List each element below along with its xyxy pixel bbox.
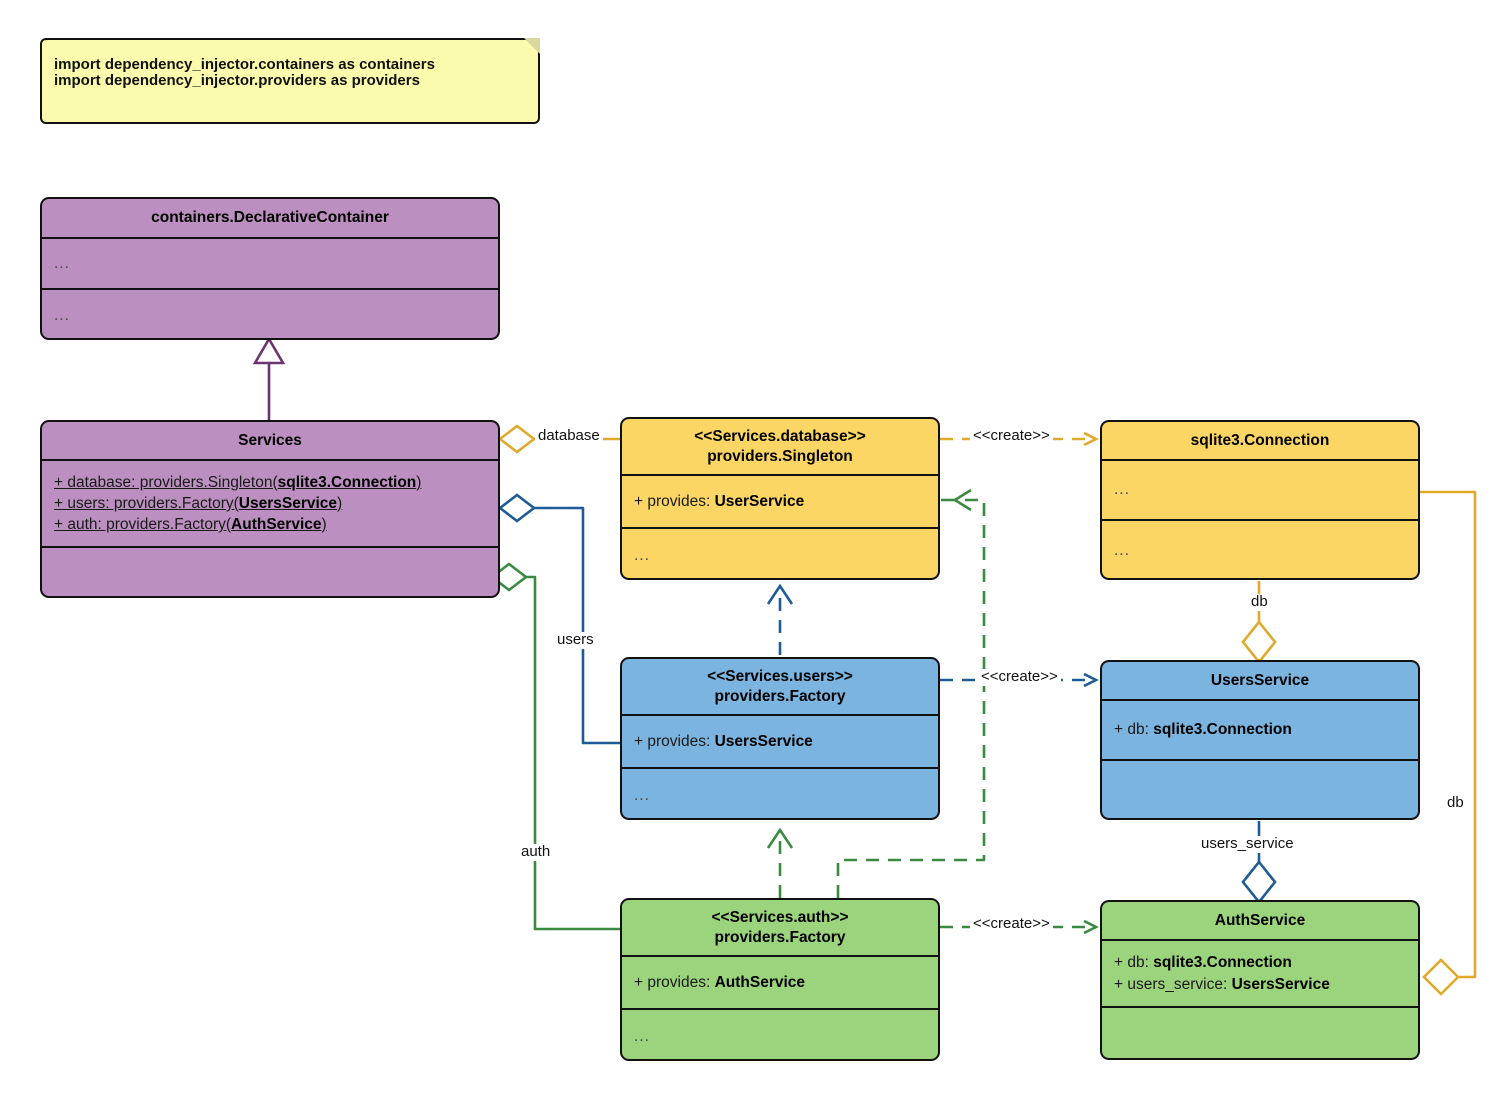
class-services[interactable]: Services + database: providers.Singleton… — [40, 420, 500, 598]
services-methods-row — [42, 548, 498, 596]
class-auth-service[interactable]: AuthService + db: sqlite3.Connection + u… — [1100, 900, 1420, 1060]
sqlite3-connection-attributes: ... — [1114, 481, 1130, 498]
services-auth-title-row: <<Services.auth>> providers.Factory — [622, 900, 938, 957]
note-line-1: import dependency_injector.containers as… — [54, 56, 435, 73]
edge-label-auth: auth — [518, 843, 554, 861]
auth-service-attrs-row: + db: sqlite3.Connection + users_service… — [1102, 941, 1418, 1008]
services-users-methods-row: ... — [622, 769, 938, 818]
edge-label-users-service: users_service — [1198, 835, 1297, 853]
import-note: import dependency_injector.containers as… — [40, 38, 540, 124]
services-users-attribute-provides: + provides: UsersService — [634, 732, 813, 750]
services-database-title: providers.Singleton — [707, 447, 853, 465]
class-services-database-provider[interactable]: <<Services.database>> providers.Singleto… — [620, 417, 940, 580]
class-users-service[interactable]: UsersService + db: sqlite3.Connection — [1100, 660, 1420, 820]
edge-label-create-users: <<create>> — [978, 668, 1061, 686]
auth-service-attribute-users-service: + users_service: UsersService — [1114, 975, 1330, 993]
class-services-auth-provider[interactable]: <<Services.auth>> providers.Factory + pr… — [620, 898, 940, 1061]
services-attribute-database: + database: providers.Singleton(sqlite3.… — [54, 473, 422, 491]
auth-service-title-row: AuthService — [1102, 902, 1418, 941]
declarative-container-methods: ... — [54, 307, 70, 324]
edge-label-db-users-service: db — [1248, 593, 1271, 611]
sqlite3-connection-methods: ... — [1114, 541, 1130, 559]
sqlite3-connection-title: sqlite3.Connection — [1190, 431, 1330, 449]
services-auth-attrs-row: + provides: AuthService — [622, 957, 938, 1010]
services-users-stereotype: <<Services.users>> — [707, 667, 853, 685]
declarative-container-attrs-row: ... — [42, 239, 498, 290]
edge-label-db-auth-service: db — [1444, 794, 1467, 812]
services-attrs-row: + database: providers.Singleton(sqlite3.… — [42, 461, 498, 548]
users-service-attrs-row: + db: sqlite3.Connection — [1102, 701, 1418, 761]
edge-dependency-auth-users — [766, 827, 794, 898]
auth-service-title: AuthService — [1214, 911, 1306, 929]
edge-label-users: users — [554, 631, 597, 649]
class-services-users-provider[interactable]: <<Services.users>> providers.Factory + p… — [620, 657, 940, 820]
edge-aggregation-auth — [489, 562, 620, 931]
services-auth-stereotype: <<Services.auth>> — [711, 908, 849, 926]
note-line-2: import dependency_injector.providers as … — [54, 71, 420, 89]
services-database-title-row: <<Services.database>> providers.Singleto… — [622, 419, 938, 476]
edge-aggregation-users — [497, 493, 620, 745]
edge-label-database: database — [535, 427, 603, 445]
class-declarative-container[interactable]: containers.DeclarativeContainer ... ... — [40, 197, 500, 340]
edge-inheritance-services-declarativecontainer — [252, 336, 286, 420]
auth-service-methods-row — [1102, 1008, 1418, 1058]
edge-aggregation-db-authservice — [1420, 490, 1477, 996]
services-database-attrs-row: + provides: UserService — [622, 476, 938, 529]
users-service-attribute-db: + db: sqlite3.Connection — [1114, 721, 1292, 739]
services-attribute-users: + users: providers.Factory(UsersService) — [54, 494, 343, 512]
services-users-title-row: <<Services.users>> providers.Factory — [622, 659, 938, 716]
services-database-methods-row: ... — [622, 529, 938, 578]
edge-label-create-auth: <<create>> — [970, 915, 1053, 933]
users-service-title: UsersService — [1210, 671, 1310, 689]
sqlite3-connection-methods-row: ... — [1102, 521, 1418, 578]
services-database-methods: ... — [634, 546, 650, 564]
sqlite3-connection-title-row: sqlite3.Connection — [1102, 422, 1418, 461]
services-users-title: providers.Factory — [714, 687, 846, 705]
services-database-attribute-provides: + provides: UserService — [634, 492, 805, 510]
declarative-container-title-row: containers.DeclarativeContainer — [42, 199, 498, 239]
services-auth-methods-row: ... — [622, 1010, 938, 1059]
edge-label-create-database: <<create>> — [970, 427, 1053, 445]
edge-dependency-users-database — [766, 583, 794, 655]
note-fold-corner — [524, 38, 540, 54]
class-sqlite3-connection[interactable]: sqlite3.Connection ... ... — [1100, 420, 1420, 580]
services-auth-title: providers.Factory — [714, 928, 846, 946]
services-auth-attribute-provides: + provides: AuthService — [634, 973, 806, 991]
declarative-container-attributes: ... — [54, 254, 70, 272]
declarative-container-title: containers.DeclarativeContainer — [151, 209, 389, 227]
services-users-attrs-row: + provides: UsersService — [622, 716, 938, 769]
services-title-row: Services — [42, 422, 498, 461]
services-users-methods: ... — [634, 786, 650, 804]
services-title: Services — [238, 431, 302, 449]
services-auth-methods: ... — [634, 1027, 650, 1045]
services-attribute-auth: + auth: providers.Factory(AuthService) — [54, 516, 327, 534]
declarative-container-methods-row: ... — [42, 290, 498, 338]
edge-aggregation-usersservice-authservice — [1241, 821, 1277, 905]
users-service-methods-row — [1102, 761, 1418, 818]
sqlite3-connection-attrs-row: ... — [1102, 461, 1418, 521]
auth-service-attribute-db: + db: sqlite3.Connection — [1114, 954, 1292, 972]
users-service-title-row: UsersService — [1102, 662, 1418, 701]
services-database-stereotype: <<Services.database>> — [694, 427, 866, 445]
